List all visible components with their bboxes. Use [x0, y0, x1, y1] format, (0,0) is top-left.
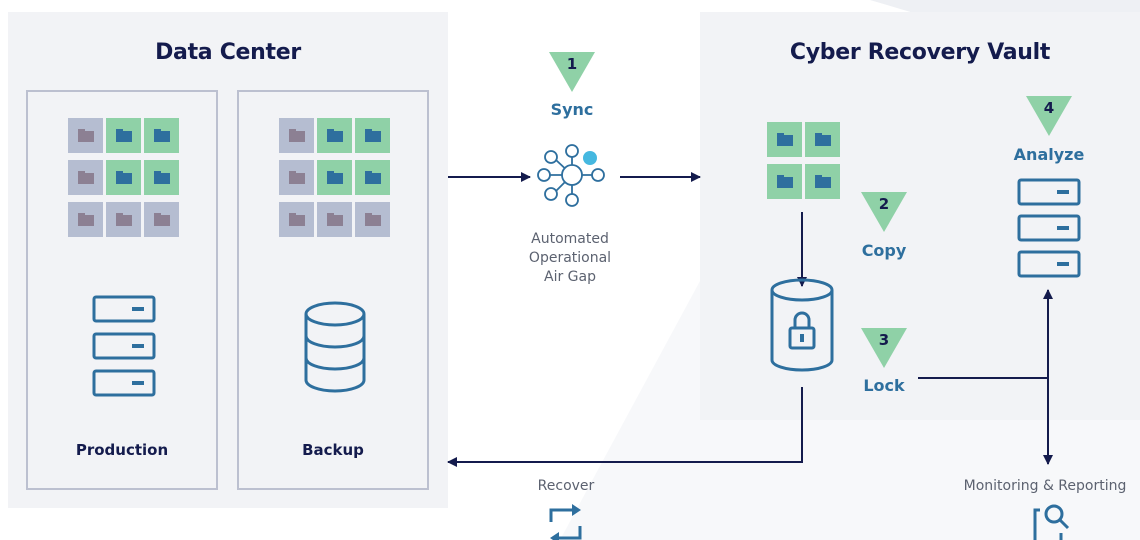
file-tile — [355, 202, 390, 237]
step-2-number: 2 — [878, 195, 890, 213]
step-4-number: 4 — [1043, 99, 1055, 117]
folder-icon — [326, 171, 343, 184]
air-gap-line-1: Automated — [531, 231, 609, 247]
folder-icon — [326, 213, 343, 226]
file-tile — [767, 122, 802, 157]
monitoring-reporting-label: Monitoring & Reporting — [963, 478, 1127, 494]
file-tile — [106, 160, 141, 195]
file-tile — [805, 164, 840, 199]
database-icon — [304, 301, 366, 393]
step-1-number: 1 — [566, 55, 578, 73]
folder-icon — [153, 129, 170, 142]
folder-icon — [77, 129, 94, 142]
step-3-marker — [861, 328, 907, 368]
data-center-title: Data Center — [155, 40, 301, 65]
production-box: Production — [26, 90, 218, 490]
file-tile — [355, 160, 390, 195]
file-tile — [317, 118, 352, 153]
file-tile — [68, 160, 103, 195]
file-tile — [279, 202, 314, 237]
file-tile — [144, 160, 179, 195]
folder-icon — [364, 171, 381, 184]
step-3-number: 3 — [878, 331, 890, 349]
recover-arrow — [447, 387, 803, 467]
recover-label: Recover — [537, 478, 595, 494]
folder-icon — [115, 171, 132, 184]
folder-icon — [364, 129, 381, 142]
sync-label: Sync — [550, 100, 594, 119]
file-tile — [279, 118, 314, 153]
air-gap-label: Automated Operational Air Gap — [510, 230, 630, 287]
lock-label: Lock — [863, 376, 905, 395]
file-tile — [106, 118, 141, 153]
air-gap-line-2: Operational — [528, 250, 612, 266]
folder-icon — [326, 129, 343, 142]
data-center-panel: Data Center Production — [8, 12, 448, 508]
air-gap-line-3: Air Gap — [544, 269, 596, 285]
step-4-marker — [1026, 96, 1072, 136]
folder-icon — [288, 129, 305, 142]
file-tile — [317, 202, 352, 237]
file-tile — [279, 160, 314, 195]
folder-icon — [77, 213, 94, 226]
folder-icon — [153, 171, 170, 184]
file-tile — [144, 202, 179, 237]
folder-icon — [776, 133, 793, 146]
file-tile — [68, 118, 103, 153]
copy-label: Copy — [861, 241, 907, 260]
folder-icon — [115, 129, 132, 142]
vault-title: Cyber Recovery Vault — [789, 40, 1051, 65]
backup-label: Backup — [302, 441, 364, 459]
folder-icon — [77, 171, 94, 184]
folder-icon — [814, 133, 831, 146]
server-stack-icon — [92, 295, 156, 397]
file-tile — [355, 118, 390, 153]
production-label: Production — [75, 441, 169, 459]
folder-icon — [776, 175, 793, 188]
folder-icon — [115, 213, 132, 226]
folder-icon — [814, 175, 831, 188]
folder-icon — [288, 171, 305, 184]
folder-icon — [153, 213, 170, 226]
backup-box: Backup — [237, 90, 429, 490]
step-2-marker — [861, 192, 907, 232]
analyze-label: Analyze — [1013, 145, 1085, 164]
file-tile — [767, 164, 802, 199]
file-tile — [106, 202, 141, 237]
step-1-marker — [549, 52, 595, 92]
file-tile — [317, 160, 352, 195]
file-tile — [144, 118, 179, 153]
folder-icon — [364, 213, 381, 226]
file-tile — [68, 202, 103, 237]
folder-icon — [288, 213, 305, 226]
file-tile — [805, 122, 840, 157]
